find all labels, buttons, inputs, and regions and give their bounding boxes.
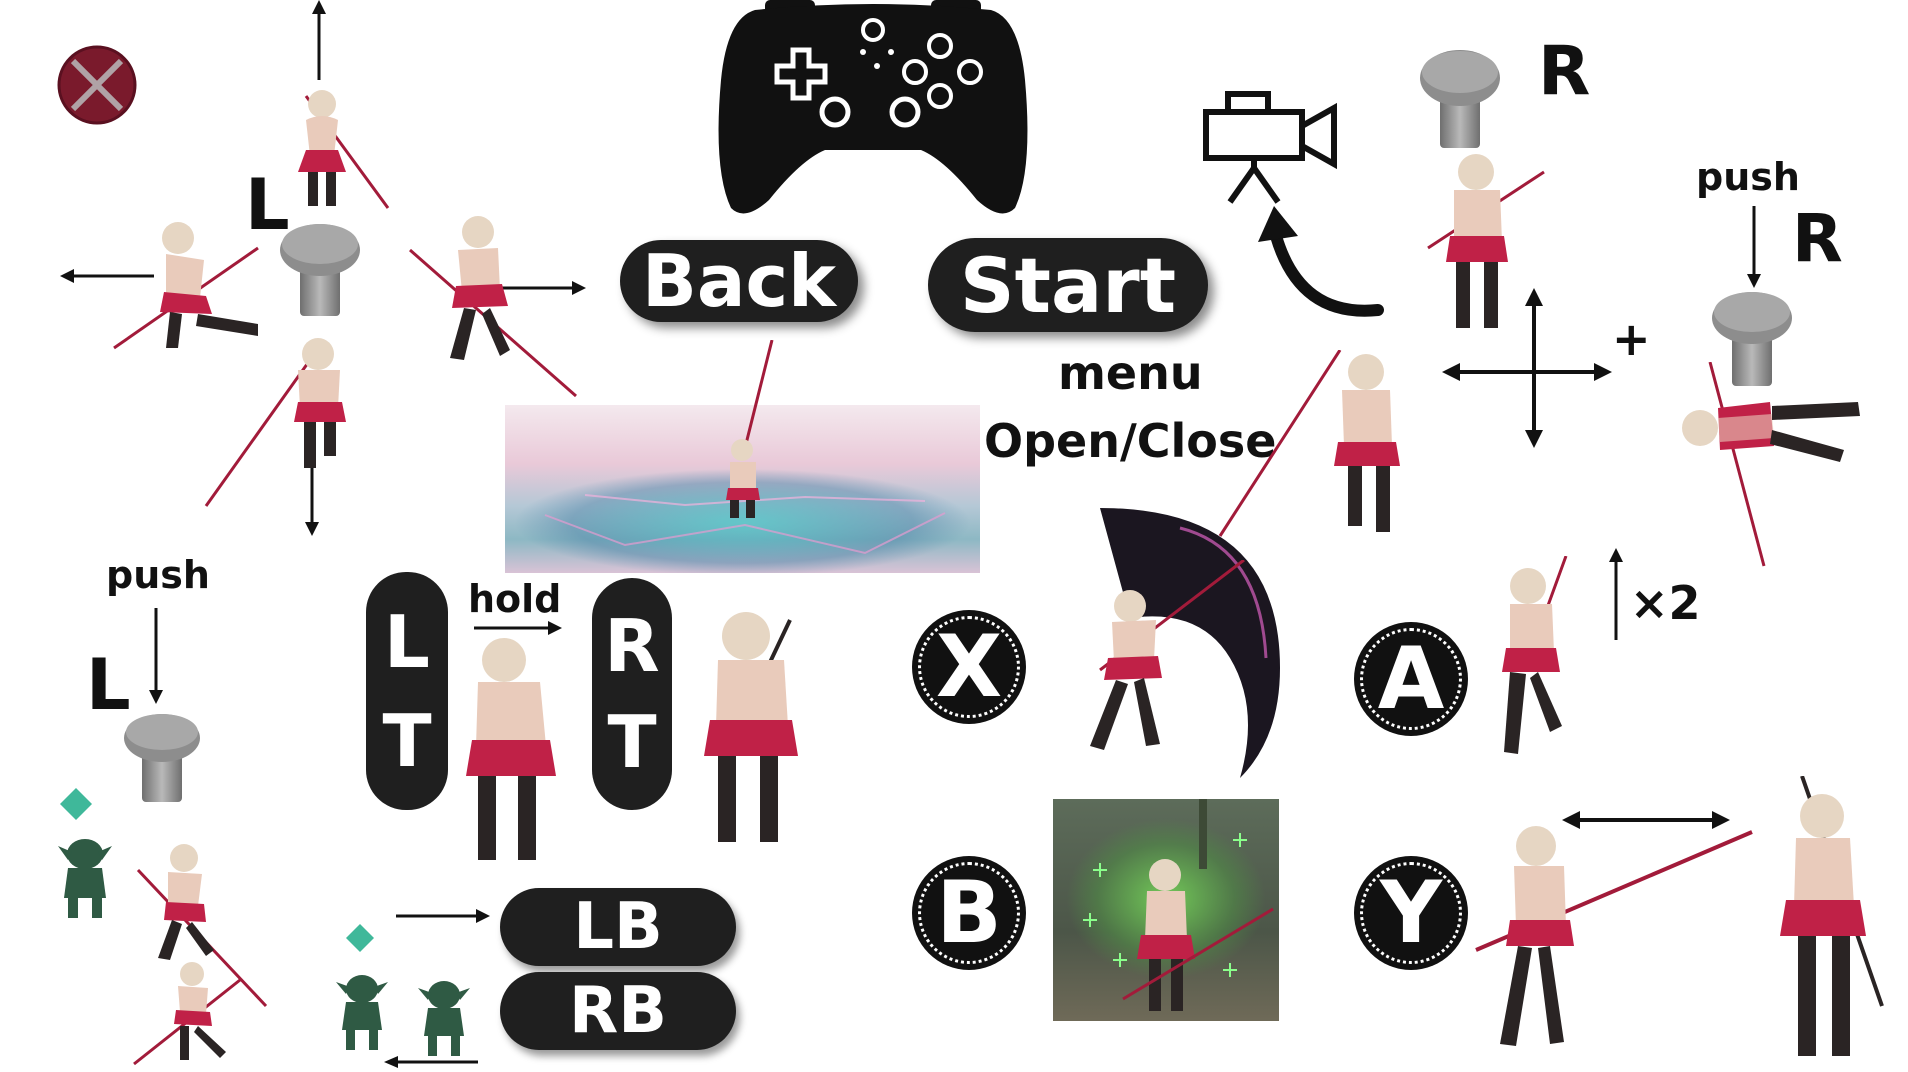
l-push-label: L — [86, 644, 131, 726]
character-lunge-end — [1780, 776, 1884, 1056]
character-slash — [1090, 560, 1245, 750]
goblin-enemy-2 — [336, 975, 388, 1050]
lt-button[interactable]: L T — [366, 572, 448, 810]
character-run-down — [204, 338, 346, 507]
character-run-up — [298, 90, 390, 209]
start-button[interactable]: Start — [928, 238, 1208, 332]
move-left-arrow-icon — [60, 269, 154, 283]
a-button[interactable]: A — [1354, 622, 1468, 736]
move-right-arrow-icon — [492, 281, 586, 295]
l-stick-label: L — [245, 164, 290, 246]
video-camera-icon — [1203, 91, 1337, 204]
r-stick-icon — [1420, 50, 1500, 148]
lb-button[interactable]: LB — [500, 888, 736, 966]
r-push-stick-icon — [1712, 292, 1792, 386]
push-right-label: push — [1696, 155, 1800, 199]
r-push-label: R — [1792, 200, 1843, 277]
rt-button[interactable]: R T — [592, 578, 672, 810]
rt-bottom-label: T — [607, 700, 657, 784]
menu-label: menu — [1058, 346, 1203, 400]
character-run-left — [113, 222, 259, 350]
character-lunge — [1475, 826, 1753, 1046]
hold-label: hold — [468, 577, 562, 621]
move-up-arrow-icon — [312, 0, 326, 80]
open-close-label: Open/Close — [984, 414, 1277, 468]
character-camera-view — [1427, 154, 1545, 328]
lunge-double-arrow-icon — [1562, 811, 1730, 829]
camera-cross-arrows-icon — [1442, 288, 1612, 448]
goblin-enemy-3 — [418, 981, 470, 1056]
r-stick-label: R — [1538, 32, 1591, 111]
l-push-stick-icon — [124, 714, 200, 802]
lb-arrow-icon — [396, 909, 490, 923]
push-right-arrow-icon — [1747, 206, 1761, 288]
lt-top-label: L — [384, 599, 430, 684]
plus-label: + — [1612, 312, 1651, 366]
character-lock-on — [1682, 362, 1860, 567]
rb-button[interactable]: RB — [500, 972, 736, 1050]
character-aim-back — [466, 638, 556, 860]
character-run-right — [409, 216, 577, 398]
rt-top-label: R — [604, 604, 660, 688]
jump-times-label: ×2 — [1630, 576, 1701, 630]
lt-bottom-label: T — [382, 698, 432, 783]
jump-arrow-icon — [1609, 548, 1623, 640]
l-stick-icon — [280, 224, 360, 316]
character-warp — [726, 340, 774, 518]
character-aim-ready — [704, 612, 798, 842]
close-icon[interactable] — [56, 44, 138, 126]
character-camera-turn — [1218, 350, 1400, 537]
y-button[interactable]: Y — [1354, 856, 1468, 970]
character-dash-attack — [136, 844, 268, 1008]
x-button[interactable]: X — [912, 610, 1026, 724]
b-button[interactable]: B — [912, 856, 1026, 970]
diamond-icon-2 — [346, 924, 374, 952]
character-jump — [1502, 556, 1568, 754]
slash-arc-effect — [1100, 508, 1280, 778]
push-left-label: push — [106, 553, 210, 597]
camera-curved-arrow-icon — [1258, 206, 1384, 317]
back-button[interactable]: Back — [620, 239, 858, 323]
heal-screenshot — [1053, 799, 1279, 1021]
diamond-icon — [60, 788, 92, 820]
gamepad-icon — [718, 0, 1028, 214]
goblin-enemy — [58, 839, 112, 918]
character-dash-after — [133, 962, 241, 1066]
push-left-arrow-icon — [149, 608, 163, 704]
hold-arrow-icon — [474, 621, 562, 635]
rb-arrow-icon — [384, 1056, 478, 1068]
